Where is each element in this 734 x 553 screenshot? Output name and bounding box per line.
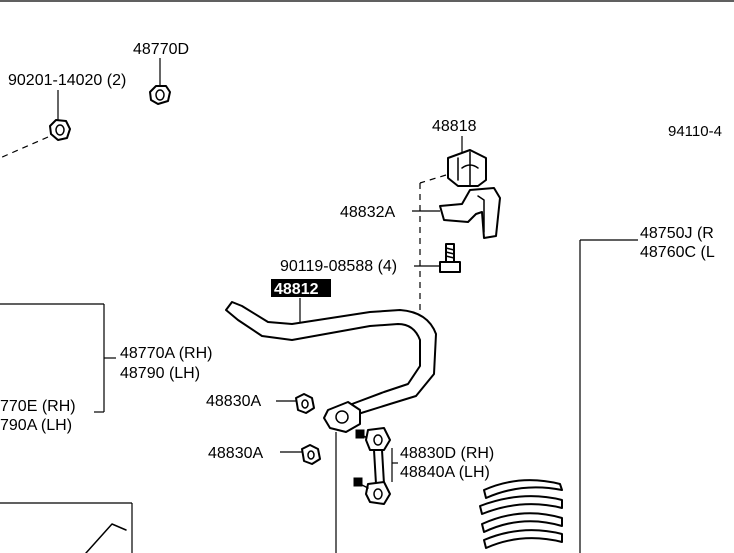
bolt-90119	[439, 243, 461, 273]
bushing-48818	[447, 149, 487, 187]
dash-90201	[0, 136, 49, 159]
label-90201-14020[interactable]: 90201-14020 (2)	[8, 72, 126, 89]
nut-48770D	[149, 85, 171, 105]
label-48770A[interactable]: 48770A (RH)	[120, 345, 213, 362]
label-48830A-upper[interactable]: 48830A	[206, 393, 261, 410]
label-48770E[interactable]: 770E (RH)	[0, 398, 76, 415]
label-48830D[interactable]: 48830D (RH)	[400, 445, 494, 462]
label-48760C[interactable]: 48760C (L	[640, 244, 715, 261]
label-94110[interactable]: 94110-4	[668, 123, 722, 140]
coil-spring	[479, 479, 563, 549]
dash-48818	[419, 174, 447, 184]
label-48790[interactable]: 48790 (LH)	[120, 365, 200, 382]
washer-90201	[49, 119, 71, 141]
label-48770D[interactable]: 48770D	[133, 41, 189, 58]
label-48818[interactable]: 48818	[432, 118, 477, 135]
label-48750J[interactable]: 48750J (R	[640, 225, 714, 242]
label-48812[interactable]: 48812	[274, 281, 319, 298]
stabilizer-link	[353, 427, 391, 505]
nut-48830A-upper	[295, 393, 315, 414]
stabilizer-bar-48812	[225, 301, 437, 433]
label-48830A-lower[interactable]: 48830A	[208, 445, 263, 462]
label-48840A[interactable]: 48840A (LH)	[400, 464, 490, 481]
nut-48830A-lower	[301, 444, 321, 465]
label-90119-08588[interactable]: 90119-08588 (4)	[280, 258, 397, 275]
label-48832A[interactable]: 48832A	[340, 204, 395, 221]
label-48790A[interactable]: 790A (LH)	[0, 417, 72, 434]
box-left-detail	[85, 523, 127, 553]
bracket-48832A	[439, 187, 501, 239]
label-48812-bg	[271, 279, 331, 297]
